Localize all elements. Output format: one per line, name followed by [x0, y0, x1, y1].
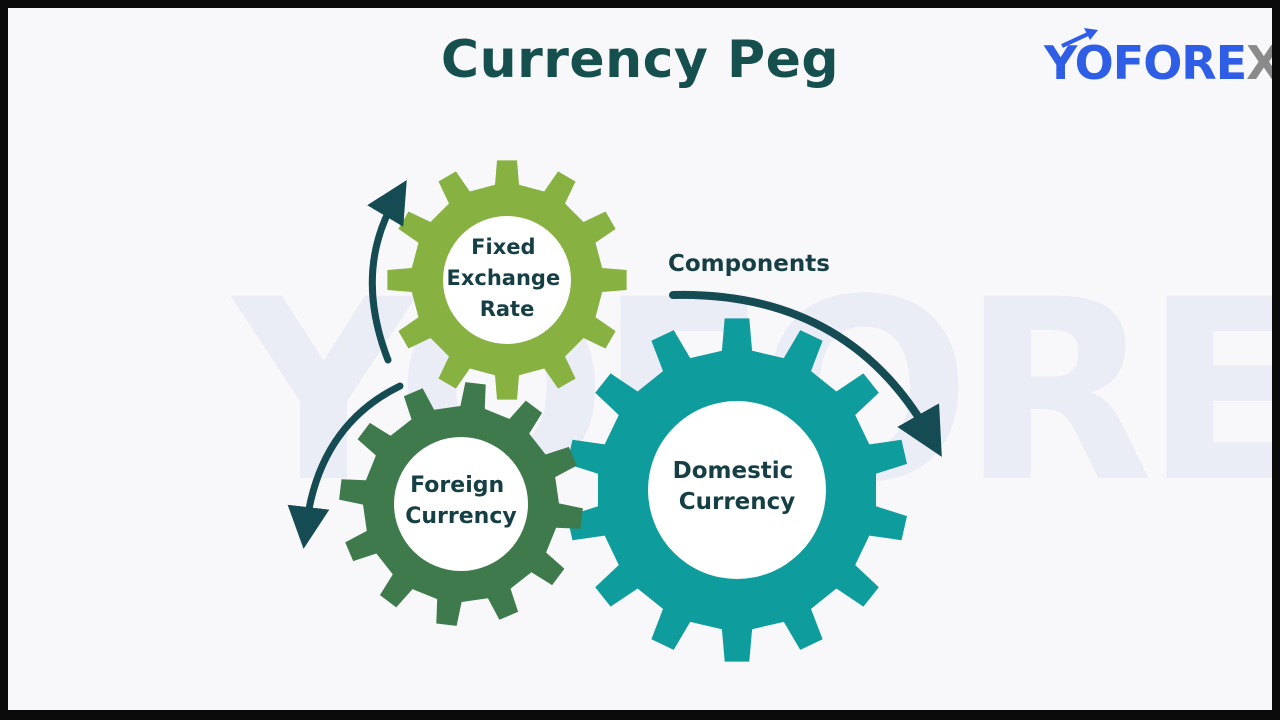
gear-fixed-line-2: Exchange: [447, 266, 561, 290]
logo-letters-ofore: OFORE: [1074, 36, 1247, 90]
gear-fixed-hub: [443, 216, 571, 344]
gear-foreign-line-1: Foreign: [410, 473, 504, 498]
gear-domestic-hub: [648, 401, 826, 579]
arrow-components: [669, 290, 942, 457]
logo-letter-y: Y: [1044, 36, 1076, 90]
slide-canvas: Currency Peg YOFOREX YOFOREX Domestic Cu…: [8, 8, 1272, 710]
gear-domestic-label: Domestic Currency: [673, 458, 802, 515]
logo-letter-x: X: [1246, 36, 1272, 90]
arrow-up-left: [367, 179, 407, 364]
gear-foreign: Foreign Currency: [339, 382, 583, 626]
gear-foreign-label: Foreign Currency: [405, 473, 516, 529]
gear-foreign-hub: [394, 437, 528, 571]
logo-wordmark: YOFOREX: [1044, 36, 1272, 90]
components-label: Components: [668, 251, 830, 277]
gear-fixed-label: Fixed Exchange Rate: [447, 235, 568, 321]
gear-domestic-line-2: Currency: [679, 489, 796, 515]
yoforex-logo: YOFOREX: [1044, 26, 1272, 96]
logo-arrow-icon: [1061, 28, 1098, 48]
gear-fixed: Fixed Exchange Rate: [387, 160, 627, 400]
gear-domestic-line-1: Domestic: [673, 458, 794, 484]
gear-foreign-line-2: Currency: [405, 504, 516, 529]
gear-diagram: YOFOREX Domestic Currency Fixed Exchange…: [230, 160, 1272, 662]
gear-fixed-line-1: Fixed: [471, 235, 535, 259]
gear-domestic: Domestic Currency: [567, 318, 907, 662]
page-title: Currency Peg: [440, 30, 840, 90]
arrow-down-left: [287, 382, 404, 549]
gear-fixed-line-3: Rate: [480, 297, 535, 321]
